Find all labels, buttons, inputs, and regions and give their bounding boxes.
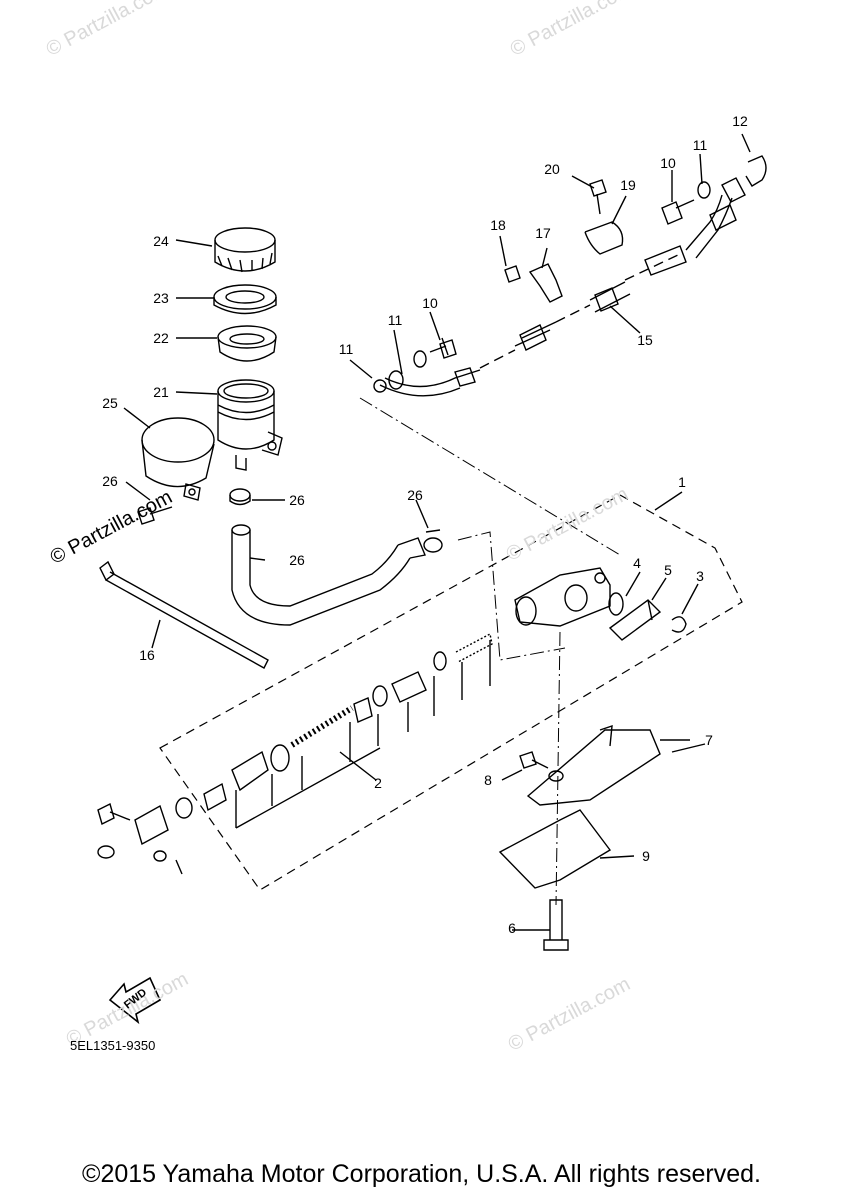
washer [413, 350, 427, 368]
washer [373, 379, 387, 393]
cable-tie [99, 560, 269, 669]
hose-clamp-upper [229, 488, 251, 506]
piston-assembly [203, 632, 493, 829]
callout-3: 3 [696, 568, 704, 584]
assembly-boundary [159, 494, 743, 891]
callout-12: 12 [732, 113, 748, 129]
callout-20: 22 [153, 330, 169, 346]
callout-7: 7 [705, 732, 713, 748]
callout-2: 2 [374, 775, 382, 791]
callout-19: 21 [153, 384, 169, 400]
callout-6: 6 [508, 920, 516, 936]
callout-25: 26 [289, 552, 305, 568]
callout-22: 24 [153, 233, 169, 249]
washer [388, 370, 404, 390]
reservoir-hose [231, 524, 426, 626]
brake-hose [379, 177, 746, 397]
callout-4: 4 [633, 555, 641, 571]
hose-joint [608, 599, 662, 641]
diaphragm [217, 325, 277, 362]
master-cylinder-body [514, 567, 611, 627]
o-ring [608, 592, 624, 616]
diagram-code: 5EL1351-9350 [70, 1038, 156, 1053]
callout-11-mid: 11 [387, 312, 403, 328]
callout-26b: 26 [407, 487, 423, 503]
fwd-arrow [108, 976, 162, 1025]
callout-16: 18 [490, 217, 506, 233]
mounting-bracket [526, 724, 690, 806]
hose-holder [528, 263, 563, 303]
callout-11-upper: 11 [692, 137, 708, 153]
guide-bolt [589, 179, 607, 215]
callout-24: 26 [102, 473, 118, 489]
bolt-6 [543, 899, 569, 951]
callout-11-lower: 11 [338, 341, 354, 357]
callout-21: 23 [153, 290, 169, 306]
hose-clamp-lower [423, 529, 443, 553]
callout-8: 8 [484, 772, 492, 788]
reservoir-cap [214, 227, 276, 273]
clevis-assembly [97, 797, 193, 875]
hose-clip [745, 155, 767, 187]
callout-10-upper: 10 [660, 155, 676, 171]
heat-plate [498, 809, 612, 889]
holder-bolt [504, 265, 521, 283]
callout-18: 20 [544, 161, 560, 177]
callout-17: 19 [620, 177, 636, 193]
callout-23: 25 [102, 395, 118, 411]
copyright-notice: ©2015 Yamaha Motor Corporation, U.S.A. A… [82, 1160, 761, 1188]
callout-13: 15 [637, 332, 653, 348]
callout-15: 17 [535, 225, 551, 241]
bracket-bolt [519, 751, 549, 769]
reservoir-body [217, 379, 283, 471]
washer [697, 181, 711, 199]
banjo-bolt-lower [429, 337, 457, 359]
hose-guide [584, 221, 624, 255]
callout-1: 1 [678, 474, 686, 490]
callout-14: 16 [139, 647, 155, 663]
callout-9: 9 [642, 848, 650, 864]
circlip [671, 616, 687, 633]
callout-26: 26 [289, 492, 305, 508]
cap-gasket [213, 284, 277, 315]
callout-5: 5 [664, 562, 672, 578]
cover-bolt [137, 506, 173, 525]
reservoir-cover [141, 417, 215, 501]
banjo-bolt-upper [661, 199, 695, 225]
callout-10-lower: 10 [422, 295, 438, 311]
